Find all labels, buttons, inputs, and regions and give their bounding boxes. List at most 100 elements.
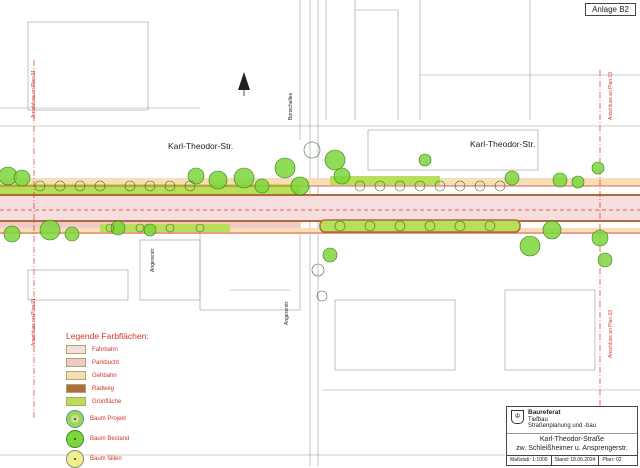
trees-project xyxy=(34,141,506,302)
project-tree-8 xyxy=(354,180,366,192)
legend-item-gruenflaeche: Grünfläche xyxy=(66,396,166,407)
street-label-cross-north: Bonschallee xyxy=(288,93,294,120)
project-tree-1 xyxy=(54,180,66,192)
connection-left-bottom: Anschluss an Plan 01 xyxy=(31,298,37,346)
project-tree-4 xyxy=(124,180,136,192)
dept-name: Tiefbau xyxy=(528,416,548,423)
existing-tree-21 xyxy=(591,229,609,247)
legend-item-baum-projekt: Baum Projekt xyxy=(66,409,166,428)
green-strip-south xyxy=(319,219,521,233)
legend-item-radweg: Radweg xyxy=(66,383,166,394)
existing-tree-20 xyxy=(571,175,585,189)
plan-title: Karl-Theodor-Straße zw. Schleißheimer u.… xyxy=(507,433,637,453)
existing-tree-8 xyxy=(208,170,228,190)
project-tree-23 xyxy=(135,223,145,233)
color-legend: Legende Farbflächen: Fahrbahn Parkbucht … xyxy=(66,331,166,468)
existing-tree-1 xyxy=(13,169,31,187)
legend-label: Parkbucht xyxy=(92,359,120,366)
existing-tree-5 xyxy=(110,220,126,236)
street-label-main-left: Karl-Theodor-Str. xyxy=(168,141,233,151)
existing-tree-4 xyxy=(64,226,80,242)
project-tree-14 xyxy=(474,180,486,192)
project-tree-28 xyxy=(316,290,328,302)
bike-lane-north xyxy=(0,194,640,196)
tree-remove-icon xyxy=(66,449,84,468)
sidewalk-north xyxy=(0,178,640,186)
existing-tree-13 xyxy=(324,149,346,171)
legend-item-gehbahn: Gehbahn xyxy=(66,370,166,381)
green-strip-north-right xyxy=(330,176,440,185)
swatch-parkbucht xyxy=(66,358,86,367)
green-strip-north xyxy=(0,184,300,194)
red-construction-lines xyxy=(0,60,640,420)
project-tree-15 xyxy=(494,180,506,192)
existing-tree-16 xyxy=(418,153,432,167)
swatch-gruenflaeche xyxy=(66,397,86,406)
project-tree-20 xyxy=(454,220,466,232)
existing-tree-22 xyxy=(597,252,613,268)
existing-tree-10 xyxy=(254,178,270,194)
plan-title-line2: zw. Schleißheimer u. Ansprengerstr. xyxy=(516,444,628,452)
legend-item-fahrbahn: Fahrbahn xyxy=(66,344,166,355)
bike-lane-south xyxy=(0,220,640,222)
existing-tree-11 xyxy=(274,157,296,179)
existing-tree-6 xyxy=(143,223,157,237)
tree-project-icon xyxy=(66,409,84,428)
existing-tree-23 xyxy=(552,172,568,188)
green-strip-south-left xyxy=(100,224,230,232)
plan-number: Pfarr: 02 xyxy=(602,457,622,463)
legend-item-baum-faellen: Baum fällen xyxy=(66,449,166,468)
connection-left-top: Anschluss an Plan 01 xyxy=(31,70,37,118)
legend-label: Baum Projekt xyxy=(90,415,127,422)
existing-tree-9 xyxy=(233,167,255,189)
existing-tree-19 xyxy=(542,220,562,240)
connection-right-top: Anschluss an Plan 03 xyxy=(608,72,614,120)
project-tree-9 xyxy=(374,180,386,192)
legend-label: Grünfläche xyxy=(92,398,122,405)
project-tree-16 xyxy=(334,220,346,232)
title-block-footer: Maßstab: 1:1000 Stand: 18.06.2024 Pfarr:… xyxy=(507,455,637,465)
street-label-cross-south-mid: Angererstr. xyxy=(284,301,290,325)
existing-tree-24 xyxy=(591,161,605,175)
sidewalk-south xyxy=(0,228,640,234)
project-tree-22 xyxy=(105,223,115,233)
legend-label: Fahrbahn xyxy=(92,346,118,353)
existing-tree-18 xyxy=(519,235,541,257)
dept-sub: Straßenplanung und -bau xyxy=(528,423,597,429)
existing-tree-3 xyxy=(39,219,61,241)
title-block-header: ♔ Baureferat Tiefbau Straßenplanung und … xyxy=(507,407,637,430)
existing-tree-17 xyxy=(504,170,520,186)
project-tree-6 xyxy=(164,180,176,192)
existing-tree-2 xyxy=(3,225,21,243)
street-surfaces xyxy=(0,176,640,234)
date-label: Stand: 18.06.2024 xyxy=(552,456,600,465)
project-tree-12 xyxy=(434,180,446,192)
roadway xyxy=(0,194,640,222)
project-tree-5 xyxy=(144,180,156,192)
existing-tree-14 xyxy=(322,247,338,263)
swatch-fahrbahn xyxy=(66,345,86,354)
existing-tree-15 xyxy=(333,167,351,185)
legend-title: Legende Farbflächen: xyxy=(66,331,149,341)
project-tree-26 xyxy=(303,141,321,159)
plan-title-line1: Karl-Theodor-Straße xyxy=(539,436,605,443)
title-block: ♔ Baureferat Tiefbau Straßenplanung und … xyxy=(506,406,638,466)
project-tree-2 xyxy=(74,180,86,192)
project-tree-3 xyxy=(94,180,106,192)
street-label-main-right: Karl-Theodor-Str. xyxy=(470,139,535,149)
legend-label: Radweg xyxy=(92,385,115,392)
project-tree-0 xyxy=(34,180,46,192)
project-tree-11 xyxy=(414,180,426,192)
swatch-radweg xyxy=(66,384,86,393)
trees-existing xyxy=(0,149,613,268)
legend-label: Baum Bestand xyxy=(90,435,130,442)
north-arrow xyxy=(238,72,250,96)
legend-label: Gehbahn xyxy=(92,372,117,379)
street-label-cross-south-left: Angererstr. xyxy=(150,248,156,272)
project-tree-18 xyxy=(394,220,406,232)
project-tree-24 xyxy=(165,223,175,233)
legend-item-baum-bestand: Baum Bestand xyxy=(66,429,166,448)
project-tree-21 xyxy=(484,220,496,232)
